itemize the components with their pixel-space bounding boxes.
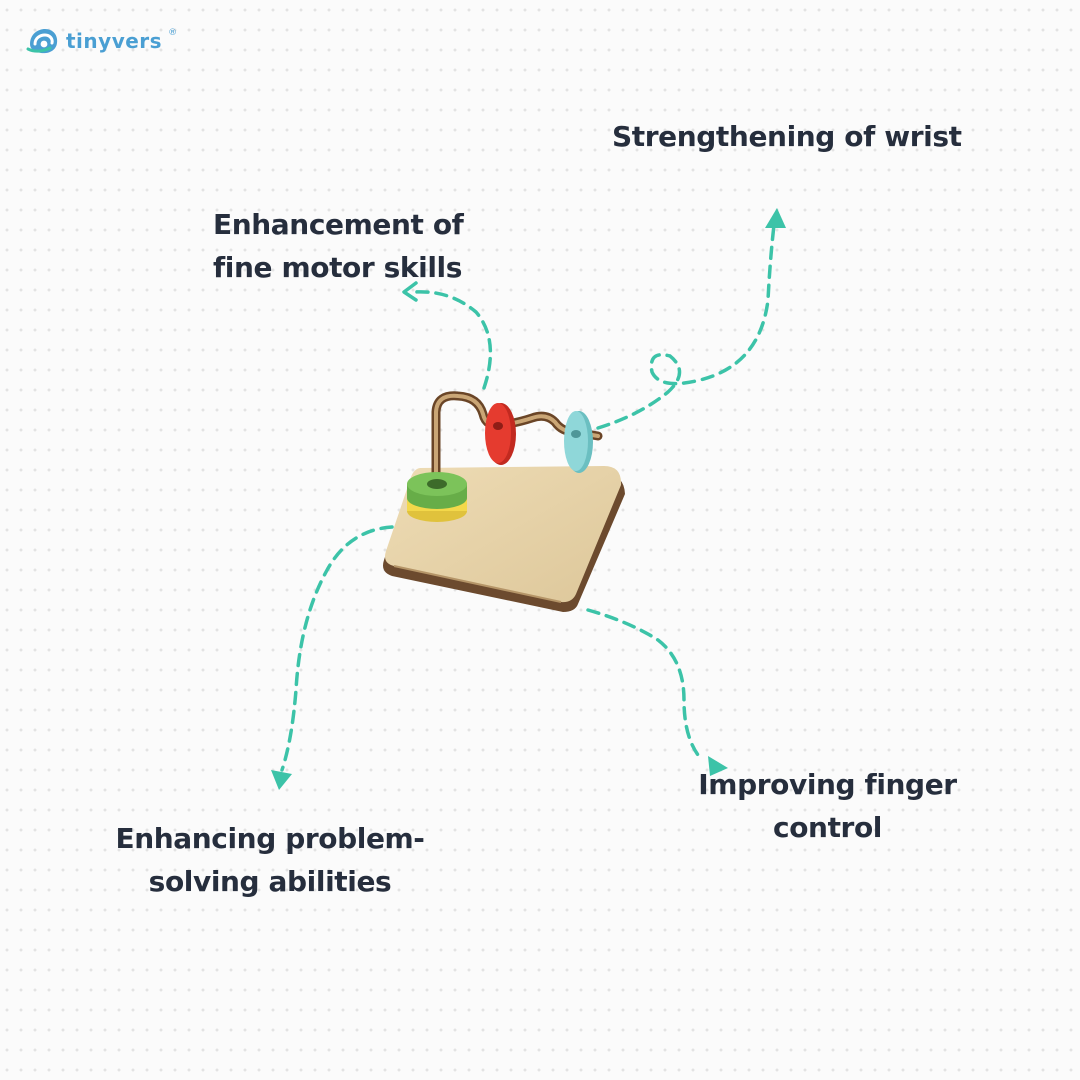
benefit-label-line: Improving finger xyxy=(698,768,957,801)
benefit-label-line: solving abilities xyxy=(148,865,392,898)
blue-bead xyxy=(564,411,593,473)
tinyvers-logo-icon xyxy=(26,29,58,54)
brand-name: tinyvers xyxy=(66,29,163,53)
benefit-label-line: Strengthening of wrist xyxy=(612,120,962,153)
benefit-label-problem-solving: Enhancing problem- solving abilities xyxy=(105,817,435,903)
arrow-to-problem-solving xyxy=(271,525,394,790)
bead-stack xyxy=(407,472,467,522)
arrow-to-wrist xyxy=(596,208,786,430)
benefit-label-line: Enhancing problem- xyxy=(115,822,425,855)
benefit-label-line: control xyxy=(773,811,882,844)
benefit-label-finger-control: Improving finger control xyxy=(690,763,965,849)
arrow-to-fine-motor xyxy=(402,281,493,390)
arrow-to-finger-control xyxy=(586,608,728,776)
registered-mark: ® xyxy=(168,28,178,38)
benefit-label-fine-motor: Enhancement of fine motor skills xyxy=(213,203,464,289)
benefit-label-line: Enhancement of xyxy=(213,208,464,241)
brand-logo: tinyvers ® xyxy=(26,26,177,56)
red-bead xyxy=(485,403,516,465)
benefit-label-wrist: Strengthening of wrist xyxy=(612,115,962,158)
benefit-label-line: fine motor skills xyxy=(213,251,462,284)
